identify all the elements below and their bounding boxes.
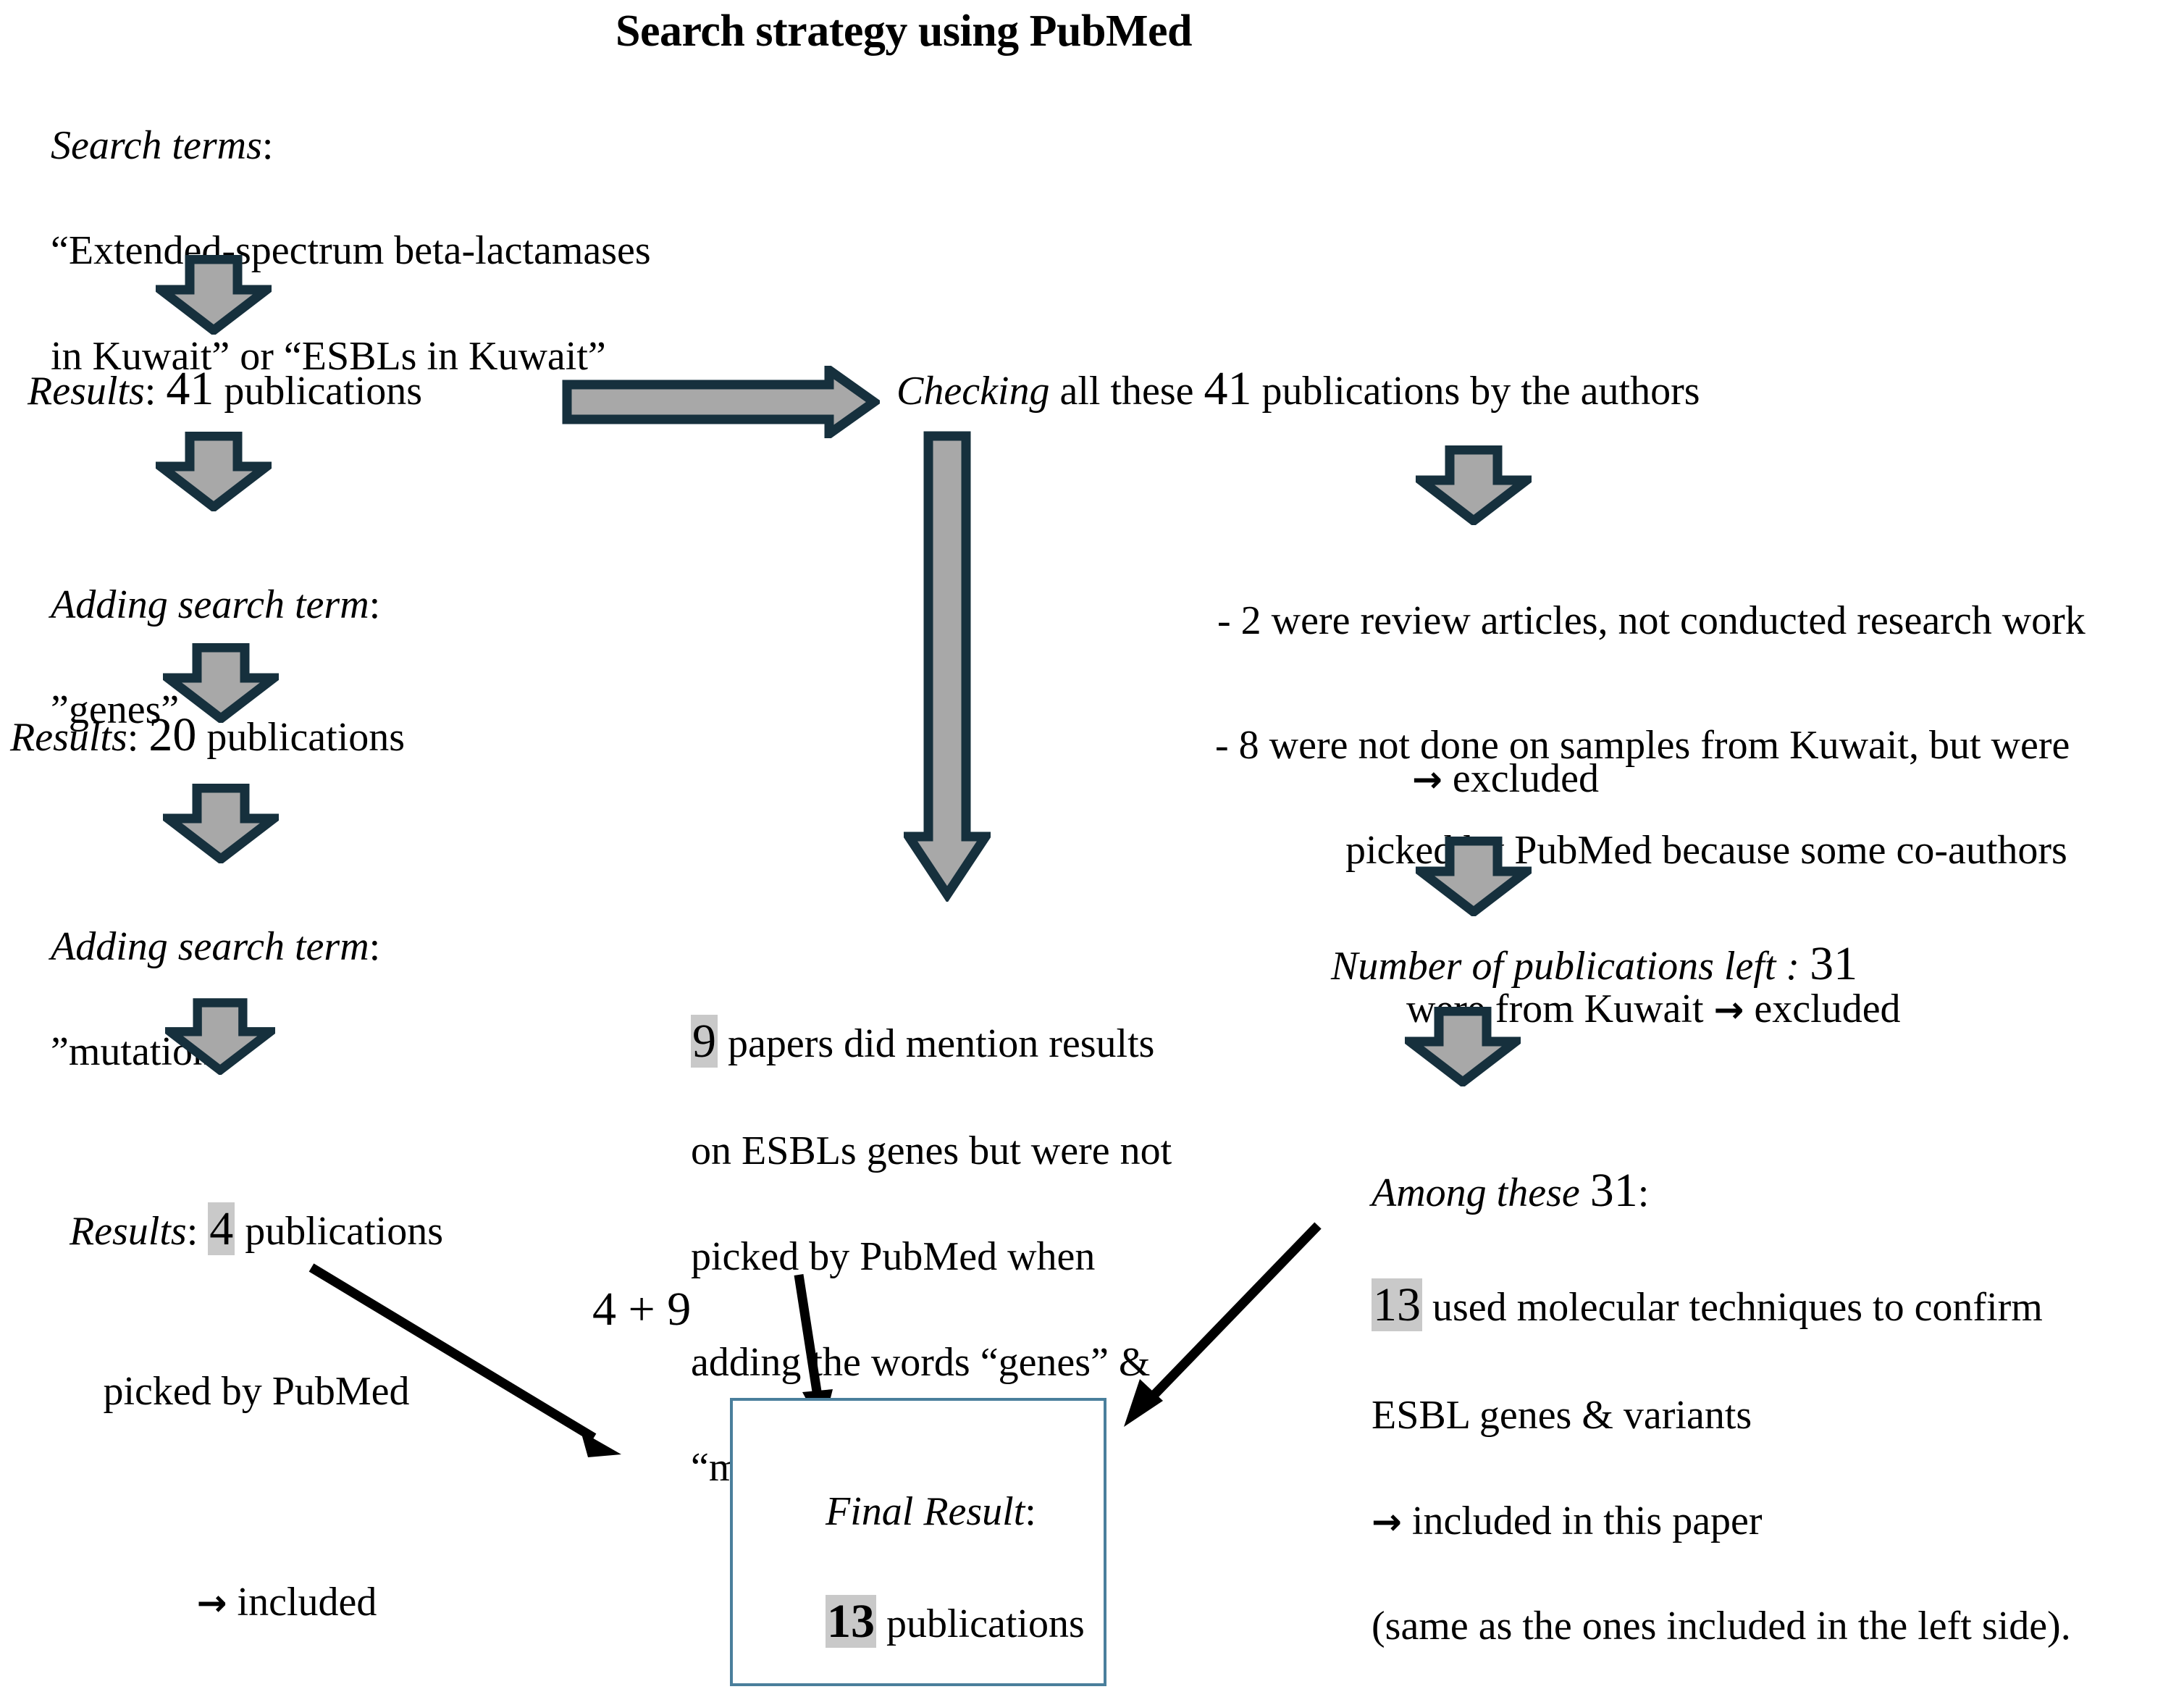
- exclusion-1-line1: - 2 were review articles, not conducted …: [1217, 598, 2086, 643]
- results-4-label: Results: [69, 1208, 187, 1254]
- down-arrow-icon: [163, 643, 279, 723]
- final-result-suffix: publications: [876, 1601, 1085, 1647]
- publications-left-label: Number of publications left :: [1331, 944, 1810, 989]
- final-result-colon: :: [1025, 1488, 1036, 1534]
- adding-genes-label: Adding search term: [51, 582, 369, 627]
- thin-diagonal-arrow-icon: [1124, 1222, 1322, 1427]
- sum-annotation: 4 + 9: [592, 1283, 692, 1336]
- figure-title: Search strategy using PubMed: [616, 7, 1193, 56]
- results-20-label: Results: [10, 715, 127, 760]
- exclusion-item-2: - 8 were not done on samples from Kuwait…: [1175, 666, 2184, 1141]
- final-result-label: Final Result: [826, 1488, 1025, 1534]
- down-arrow-icon: [1416, 837, 1532, 916]
- right-arrow-glyph-icon: →: [196, 1582, 227, 1625]
- nine-papers-line2: on ESBLs genes but were not: [691, 1128, 1172, 1174]
- final-result-content: Final Result: 13 publications included i…: [733, 1401, 1104, 1705]
- among-line4: (same as the ones included in the left s…: [1372, 1604, 2071, 1649]
- results-41-suffix: publications: [214, 369, 423, 414]
- checking-mid: all these: [1049, 369, 1204, 414]
- down-arrow-icon: [1405, 1007, 1521, 1086]
- among-colon: :: [1637, 1170, 1650, 1215]
- nine-papers-number: 9: [691, 1014, 718, 1068]
- results-20-colon: :: [127, 715, 149, 760]
- right-arrow-glyph-icon: →: [1713, 988, 1744, 1031]
- publications-left-number: 31: [1810, 937, 1858, 990]
- results-4-colon: :: [186, 1208, 209, 1254]
- nine-papers-line4: adding the words “genes” &: [691, 1339, 1151, 1385]
- right-arrow-glyph-icon: →: [1372, 1500, 1402, 1543]
- results-4-suffix: publications: [235, 1208, 444, 1254]
- final-result-number: 13: [826, 1595, 876, 1649]
- down-arrow-icon: [156, 432, 272, 511]
- search-terms-line2: in Kuwait” or “ESBLs in Kuwait”: [51, 333, 606, 379]
- checking-label: Checking: [896, 369, 1050, 414]
- nine-papers-line1: papers did mention results: [718, 1021, 1155, 1066]
- among-line2: ESBL genes & variants: [1372, 1392, 1752, 1438]
- results-20-number: 20: [148, 708, 197, 761]
- among-line3: included in this paper: [1401, 1498, 1763, 1543]
- search-terms-line1: “Extended-spectrum beta-lactamases: [51, 228, 651, 274]
- exclusion-2-line3-post: excluded: [1744, 986, 1901, 1031]
- search-terms-label: Search terms: [51, 122, 262, 168]
- results-41-label: Results: [28, 369, 145, 414]
- exclusion-2-line2: picked by PubMed because some co-authors: [1345, 828, 2067, 874]
- down-arrow-icon: [165, 998, 275, 1075]
- results-4-line2: picked by PubMed: [103, 1368, 410, 1414]
- adding-mutations-colon: :: [369, 923, 381, 969]
- among-line1: used molecular techniques to confirm: [1422, 1285, 2043, 1331]
- long-down-arrow-icon: [904, 431, 991, 902]
- nine-papers-note: 9 papers did mention results on ESBLs ge…: [650, 958, 1244, 1547]
- results-4-number: 4: [208, 1202, 235, 1255]
- final-result-box: Final Result: 13 publications included i…: [730, 1398, 1106, 1686]
- search-terms-colon: :: [261, 122, 274, 168]
- checking-number: 41: [1204, 362, 1252, 415]
- adding-genes-block: Adding search term: ”genes”: [10, 526, 380, 789]
- adding-genes-value: ”genes”: [51, 687, 180, 733]
- right-arrow-icon: [561, 366, 880, 438]
- exclusion-1-line2: excluded: [1442, 756, 1600, 802]
- among-13-number: 13: [1372, 1278, 1422, 1332]
- adding-genes-colon: :: [369, 582, 381, 627]
- checking-row: Checking all these 41 publications by th…: [896, 358, 1700, 420]
- results-41-colon: :: [144, 369, 167, 414]
- among-number: 31: [1589, 1163, 1638, 1217]
- right-arrow-glyph-icon: →: [1412, 758, 1442, 801]
- checking-suffix: publications by the authors: [1251, 369, 1700, 414]
- among-these-block: Among these 31: 13 used molecular techni…: [1331, 1107, 2184, 1705]
- down-arrow-icon: [163, 784, 279, 863]
- results-4-block: Results: 4 publications picked by PubMed…: [10, 1092, 503, 1705]
- exclusion-2-line1: - 8 were not done on samples from Kuwait…: [1215, 722, 2070, 768]
- adding-mutations-label: Adding search term: [51, 923, 369, 969]
- results-41-number: 41: [166, 362, 214, 415]
- search-terms-block: Search terms: “Extended-spectrum beta-la…: [10, 67, 749, 436]
- among-label: Among these: [1372, 1170, 1590, 1215]
- thin-diagonal-arrow-icon: [308, 1263, 621, 1457]
- down-arrow-icon: [1416, 445, 1532, 525]
- results-4-line3: included: [227, 1580, 377, 1625]
- publications-left-row: Number of publications left : 31: [1331, 933, 1857, 995]
- nine-papers-line3: picked by PubMed when: [691, 1233, 1096, 1279]
- results-20-row: Results: 20 publications: [10, 704, 405, 766]
- down-arrow-icon: [156, 255, 272, 335]
- exclusion-item-1: - 2 were review articles, not conducted …: [1177, 542, 2183, 911]
- results-41-row: Results: 41 publications: [28, 358, 422, 420]
- results-20-suffix: publications: [196, 715, 406, 760]
